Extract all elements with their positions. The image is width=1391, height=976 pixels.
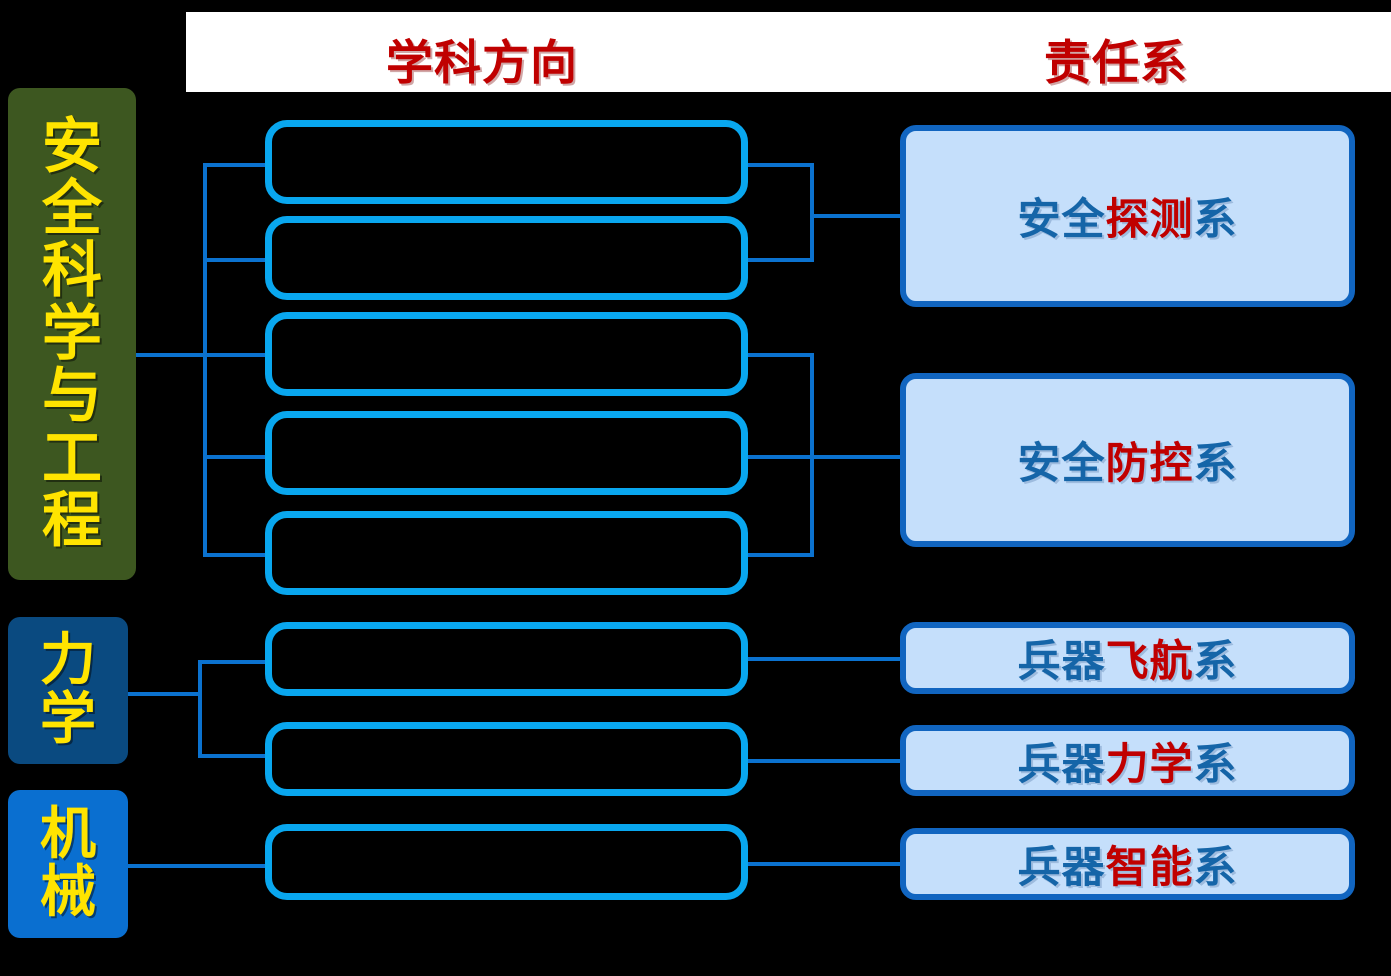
connector-prevent-in-3: [748, 353, 814, 357]
department-label-part: 飞航: [1105, 637, 1194, 687]
department-label: 兵器飞航系: [1018, 627, 1238, 689]
connector-safety-branch-2: [203, 258, 267, 262]
connector-mechanics-branch-1: [198, 660, 267, 664]
direction-box-2[interactable]: [265, 216, 748, 300]
connector-safety-trunk: [203, 163, 207, 557]
connector-detect-merge: [810, 163, 814, 262]
discipline-block-mechanical[interactable]: 机械: [8, 790, 128, 938]
department-label: 兵器力学系: [1018, 730, 1238, 792]
department-label: 安全探测系: [1018, 185, 1238, 247]
department-label-part: 力学: [1105, 739, 1194, 790]
department-box-weapon-flight[interactable]: 兵器飞航系: [900, 622, 1355, 694]
discipline-block-safety-science-engineering[interactable]: 安全科学与工程: [8, 88, 136, 580]
department-label-part: 系: [1193, 439, 1238, 489]
direction-box-6[interactable]: [265, 622, 748, 696]
direction-box-5[interactable]: [265, 511, 748, 595]
connector-detect-in-1: [748, 163, 814, 167]
column-header-discipline-direction: 学科方向: [386, 36, 578, 91]
department-label-part: 系: [1193, 739, 1238, 790]
direction-box-4[interactable]: [265, 411, 748, 495]
department-label-part: 智能: [1105, 843, 1194, 893]
column-header-responsible-department: 责任系: [1044, 36, 1188, 91]
direction-box-3[interactable]: [265, 312, 748, 396]
department-label-part: 安全: [1017, 439, 1106, 489]
direction-box-7[interactable]: [265, 722, 748, 796]
direction-box-8[interactable]: [265, 824, 748, 900]
department-box-safety-detection[interactable]: 安全探测系: [900, 125, 1355, 307]
connector-safety-branch-3: [203, 353, 267, 357]
connector-safety-stem: [136, 353, 206, 357]
department-label-part: 系: [1193, 195, 1238, 245]
discipline-label: 安全科学与工程: [42, 111, 102, 556]
connector-mech-link: [748, 759, 902, 763]
department-box-weapon-intelligence[interactable]: 兵器智能系: [900, 828, 1355, 900]
department-label-part: 系: [1193, 637, 1238, 687]
connector-intel-link: [748, 862, 902, 866]
department-label-part: 安全: [1017, 195, 1106, 245]
connector-mechanics-branch-2: [198, 754, 267, 758]
connector-mechanical-stem: [128, 864, 267, 868]
connector-mechanics-stem: [128, 692, 200, 696]
department-box-weapon-mechanics[interactable]: 兵器力学系: [900, 725, 1355, 796]
connector-mechanics-trunk: [198, 660, 202, 758]
connector-detect-in-2: [748, 258, 814, 262]
connector-prevent-in-4: [748, 455, 814, 459]
department-label: 兵器智能系: [1018, 833, 1238, 895]
department-label-part: 系: [1193, 843, 1238, 893]
department-label-part: 兵器: [1017, 843, 1106, 893]
discipline-block-mechanics[interactable]: 力学: [8, 617, 128, 764]
connector-flight-link: [748, 657, 902, 661]
connector-safety-branch-4: [203, 455, 267, 459]
discipline-label: 机械: [40, 801, 96, 925]
department-box-safety-prevention-control[interactable]: 安全防控系: [900, 373, 1355, 547]
connector-prevent-out: [810, 455, 902, 459]
discipline-label: 力学: [40, 628, 96, 752]
connector-safety-branch-1: [203, 163, 267, 167]
connector-safety-branch-5: [203, 553, 267, 557]
connector-prevent-in-5: [748, 553, 814, 557]
department-label-part: 兵器: [1017, 637, 1106, 687]
department-label-part: 兵器: [1017, 739, 1106, 790]
department-label: 安全防控系: [1018, 429, 1238, 491]
header-bar: 学科方向 责任系: [186, 12, 1391, 92]
direction-box-1[interactable]: [265, 120, 748, 204]
department-label-part: 探测: [1105, 195, 1194, 245]
connector-detect-out: [810, 214, 902, 218]
department-label-part: 防控: [1105, 439, 1194, 489]
